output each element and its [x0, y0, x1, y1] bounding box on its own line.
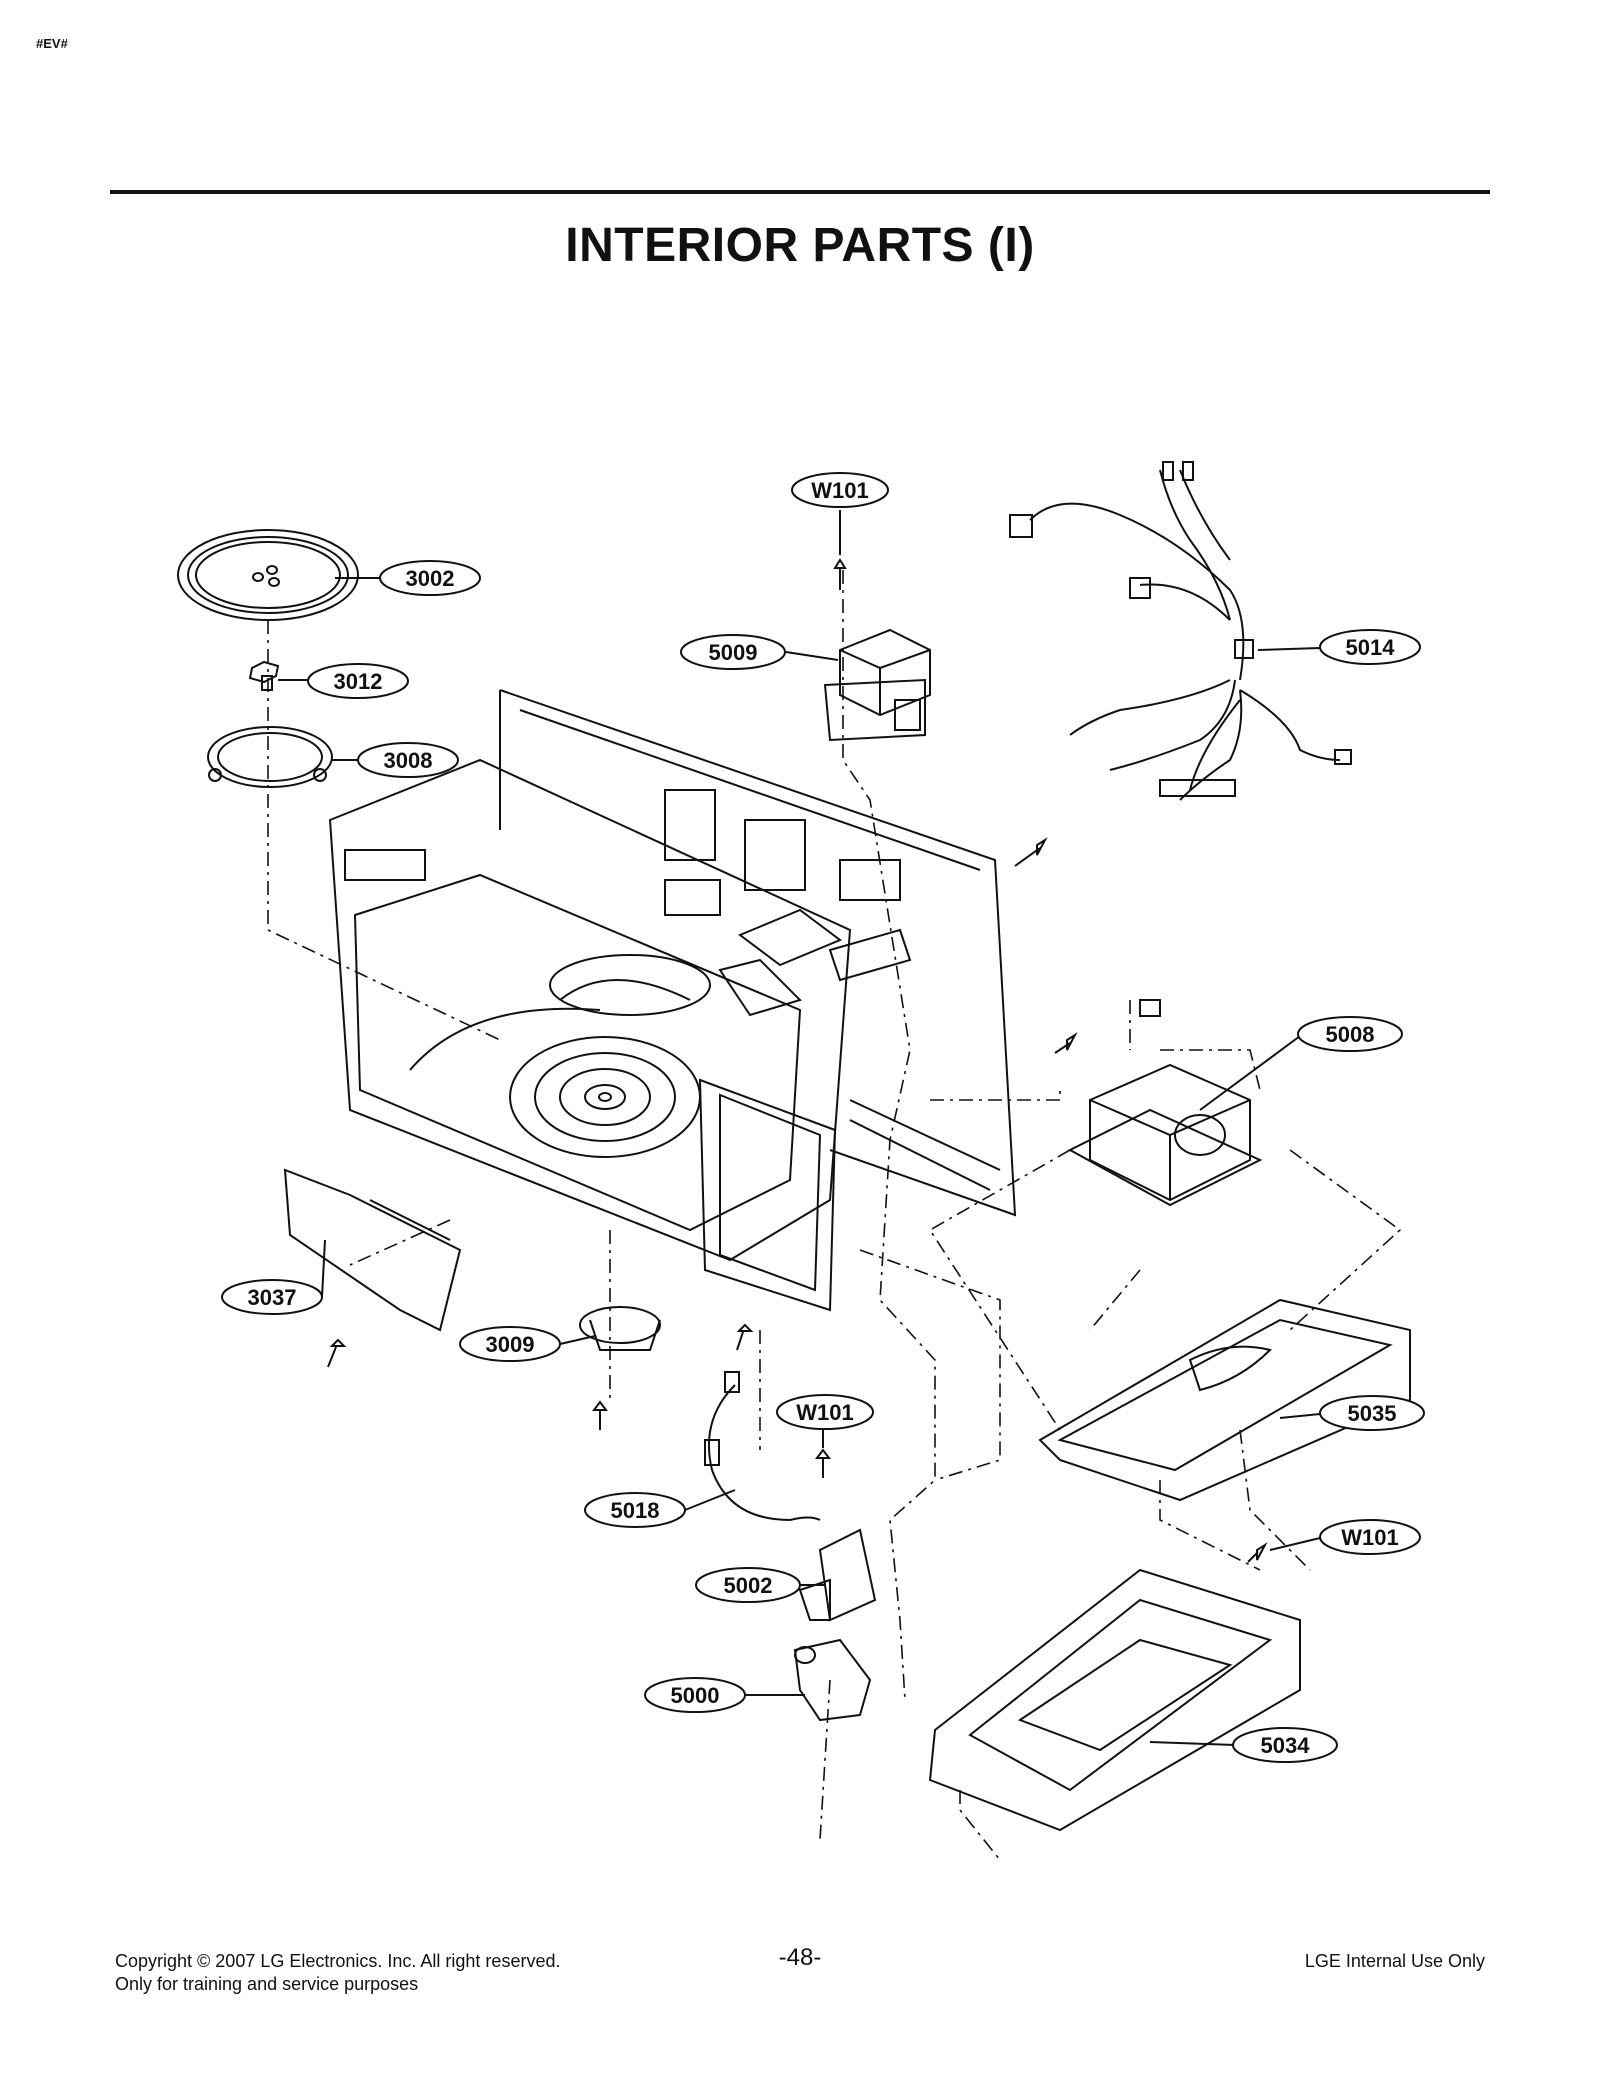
turntable-tray-illustration	[177, 529, 359, 621]
callout-label: W101	[796, 1400, 853, 1425]
callout-3002: 3002	[335, 560, 481, 596]
callout-label: 3002	[406, 566, 455, 591]
callout-label: 5002	[724, 1573, 773, 1598]
callout-W101-middle: W101	[776, 1394, 874, 1448]
callout-3008: 3008	[332, 742, 459, 778]
callout-3012: 3012	[278, 663, 409, 699]
callout-5018: 5018	[584, 1489, 736, 1528]
callout-label: 5000	[671, 1683, 720, 1708]
callout-label: W101	[811, 478, 868, 503]
callout-label: 5008	[1326, 1022, 1375, 1047]
callout-5014: 5014	[1257, 629, 1421, 665]
roller-ring-illustration	[207, 726, 333, 788]
callout-5000: 5000	[644, 1677, 805, 1713]
thermistor-wire-illustration	[704, 1371, 821, 1522]
magnetron-illustration	[823, 628, 931, 742]
callout-W101-top: W101	[791, 472, 889, 555]
base-plate-illustration	[928, 1568, 1301, 1832]
transformer-illustration	[1067, 999, 1263, 1207]
document-tag: #EV#	[36, 36, 68, 51]
callout-label: 3012	[334, 669, 383, 694]
callout-3037: 3037	[221, 1239, 326, 1315]
callout-label: 5034	[1261, 1733, 1311, 1758]
footer-copyright-block: Copyright © 2007 LG Electronics. Inc. Al…	[115, 1950, 560, 1996]
callout-W101-right: W101	[1269, 1519, 1421, 1555]
callout-label: 3009	[486, 1332, 535, 1357]
callout-label: 3008	[384, 748, 433, 773]
callout-3009: 3009	[459, 1326, 596, 1362]
callout-label: 5014	[1346, 635, 1396, 660]
callout-label: 3037	[248, 1285, 297, 1310]
turntable-motor-illustration	[579, 1306, 661, 1351]
callout-5034: 5034	[1149, 1727, 1338, 1763]
header-rule	[110, 190, 1490, 194]
page-title: INTERIOR PARTS (I)	[565, 219, 1035, 272]
callout-5008: 5008	[1199, 1016, 1403, 1111]
air-guide-panel-illustration	[283, 1168, 462, 1332]
wire-harness-illustration	[1009, 461, 1352, 801]
callout-label: 5009	[709, 640, 758, 665]
callout-5002: 5002	[695, 1567, 825, 1603]
coupler-illustration	[248, 660, 280, 691]
callout-label: 5035	[1348, 1401, 1397, 1426]
lamp-illustration	[793, 1638, 872, 1722]
footer-copyright: Copyright © 2007 LG Electronics. Inc. Al…	[115, 1951, 561, 1971]
callout-label: W101	[1341, 1525, 1398, 1550]
cavity-chassis-illustration	[328, 689, 1017, 1312]
shield-plate-illustration	[1038, 1298, 1411, 1502]
page-number: -48-	[778, 1944, 822, 1971]
callout-5009: 5009	[680, 634, 839, 670]
screws-illustration	[327, 558, 1268, 1563]
bracket-illustration	[798, 1528, 877, 1622]
footer-purpose: Only for training and service purposes	[115, 1974, 419, 1994]
footer-internal-use: LGE Internal Use Only	[1304, 1951, 1485, 1971]
callout-label: 5018	[611, 1498, 660, 1523]
callout-5035: 5035	[1279, 1395, 1425, 1431]
